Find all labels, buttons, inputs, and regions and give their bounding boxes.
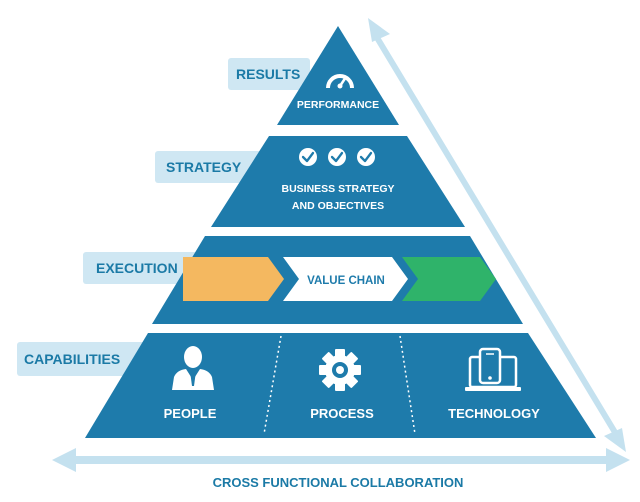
tier-strategy: BUSINESS STRATEGY AND OBJECTIVES: [211, 136, 465, 227]
value-chain-label: VALUE CHAIN: [307, 275, 385, 287]
tier-capabilities: PEOPLE PROCESS T: [85, 333, 596, 438]
value-chain-chevron: [283, 257, 408, 301]
people-label: PEOPLE: [164, 406, 217, 421]
strategy-line-2: AND OBJECTIVES: [292, 200, 384, 212]
divider-dotted: [263, 335, 282, 435]
tier-performance: PERFORMANCE: [277, 26, 399, 125]
gear-icon: [319, 349, 361, 391]
performance-label: PERFORMANCE: [297, 99, 379, 111]
chevron-right-green: [402, 257, 496, 301]
tag-execution-label: EXECUTION: [96, 260, 178, 276]
cross-functional-label: CROSS FUNCTIONAL COLLABORATION: [213, 475, 464, 490]
devices-icon: [465, 347, 521, 391]
vertical-axis-arrow: [368, 18, 626, 452]
tag-capabilities: CAPABILITIES: [17, 342, 147, 376]
check-circle-icon: [328, 148, 346, 166]
tag-results-label: RESULTS: [236, 66, 300, 82]
divider-dotted: [399, 335, 416, 435]
person-icon: [172, 346, 214, 390]
tag-capabilities-label: CAPABILITIES: [24, 351, 120, 367]
tier-execution: VALUE CHAIN: [152, 236, 523, 324]
gauge-icon: [326, 74, 354, 89]
horizontal-axis-arrow: [52, 448, 630, 472]
check-circle-icon: [299, 148, 317, 166]
tag-strategy-label: STRATEGY: [166, 159, 242, 175]
technology-label: TECHNOLOGY: [448, 406, 540, 421]
check-circle-icon: [357, 148, 375, 166]
tag-strategy: STRATEGY: [155, 151, 273, 183]
process-label: PROCESS: [310, 406, 374, 421]
strategy-line-1: BUSINESS STRATEGY: [282, 183, 395, 195]
tag-results: RESULTS: [228, 58, 310, 90]
tag-execution: EXECUTION: [83, 252, 208, 284]
chevron-left-orange: [183, 257, 284, 301]
